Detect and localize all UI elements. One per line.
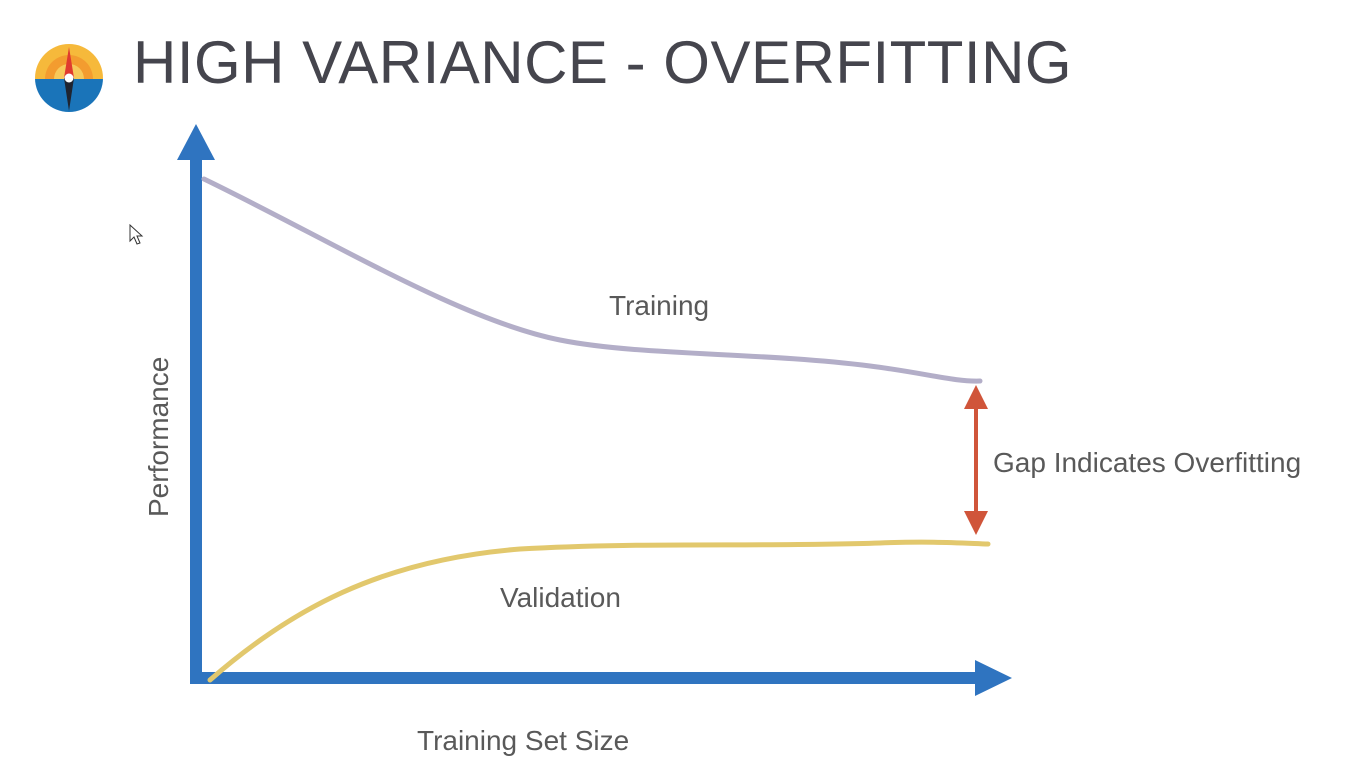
training-label: Training xyxy=(609,290,709,321)
training-curve xyxy=(201,176,983,384)
mouse-pointer-icon xyxy=(129,224,144,245)
validation-curve xyxy=(207,539,991,683)
x-axis xyxy=(190,660,1012,696)
x-axis-label: Training Set Size xyxy=(417,725,629,756)
gap-label: Gap Indicates Overfitting xyxy=(993,447,1301,478)
compass-icon xyxy=(35,44,103,112)
x-axis-arrowhead xyxy=(975,660,1012,696)
validation-label: Validation xyxy=(500,582,621,613)
y-axis-label: Performance xyxy=(143,357,174,517)
y-axis-arrowhead xyxy=(177,124,215,160)
page-title: HIGH VARIANCE - OVERFITTING xyxy=(133,29,1073,96)
y-axis xyxy=(177,124,215,683)
